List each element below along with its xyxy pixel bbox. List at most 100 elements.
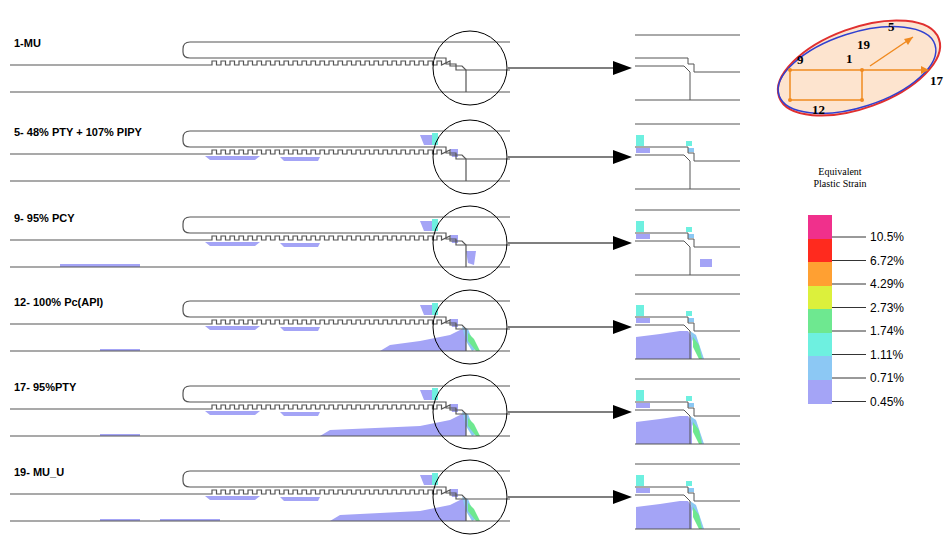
legend-value: 2.73% <box>870 301 904 315</box>
detail-arrow <box>508 326 615 327</box>
strain-patch <box>636 318 650 323</box>
connector-section <box>10 375 740 449</box>
zoom-pin <box>635 325 690 359</box>
strain-patch <box>636 488 650 493</box>
load-point <box>788 98 792 102</box>
arrow-head <box>613 61 632 75</box>
legend-swatch <box>808 286 832 310</box>
strain-patch <box>380 329 466 351</box>
strain-patch <box>690 501 704 529</box>
pin-outline <box>10 61 466 92</box>
zoom-pin <box>635 66 690 100</box>
strain-patch <box>636 135 644 146</box>
envelope-red <box>765 1 948 134</box>
strain-patch <box>432 473 438 485</box>
strain-patch <box>700 259 712 267</box>
legend-title: Equivalent Plastic Strain <box>812 166 868 190</box>
detail-arrow <box>508 67 615 68</box>
strain-patch <box>636 403 650 408</box>
strain-patch <box>420 475 432 485</box>
legend-swatch <box>808 309 832 333</box>
strain-patch <box>280 157 320 161</box>
callout-number: 9 <box>797 53 804 67</box>
strain-patch <box>205 242 260 246</box>
strain-patch <box>280 497 320 501</box>
detail-circle <box>433 375 507 449</box>
strain-patch <box>466 251 476 265</box>
zoom-outline <box>635 294 740 359</box>
strain-patch <box>636 390 644 401</box>
pin-bore <box>10 350 510 351</box>
pin-outline <box>10 236 466 267</box>
legend-swatch <box>808 215 832 239</box>
case-label: 19- MU_U <box>14 466 64 479</box>
pin-outline <box>10 405 466 436</box>
strain-patch <box>686 227 692 232</box>
strain-patch <box>205 496 260 500</box>
strain-patch <box>468 418 480 436</box>
legend-tick <box>832 260 866 261</box>
strain-patch <box>690 416 704 444</box>
strain-patch <box>320 414 466 436</box>
zoom-pin <box>635 410 690 444</box>
pin-outline <box>10 320 466 351</box>
strain-patch <box>432 388 438 400</box>
zoom-outline <box>635 210 740 275</box>
strain-patch <box>420 305 432 315</box>
legend-value: 10.5% <box>870 230 904 244</box>
legend-value: 1.74% <box>870 324 904 338</box>
envelope-arrow <box>904 37 913 45</box>
callout-number: 12 <box>812 103 825 117</box>
callout-number: 19 <box>857 38 870 52</box>
strain-patch <box>432 303 438 315</box>
legend-value: 0.45% <box>870 395 904 409</box>
envelope-arrow <box>921 66 929 74</box>
strain-patch <box>330 499 466 521</box>
detail-arrow <box>508 156 615 157</box>
strain-patch <box>205 156 260 160</box>
detail-arrow <box>508 411 615 412</box>
detail-circle <box>433 290 507 364</box>
callout-number: 1 <box>846 52 853 66</box>
detail-circle <box>433 31 507 105</box>
strain-patch <box>636 475 644 486</box>
envelope-lines <box>790 37 926 100</box>
arrow-head <box>613 490 632 504</box>
callout-number: 17 <box>930 74 943 88</box>
envelope-blue <box>768 9 947 130</box>
strain-patch <box>688 148 694 152</box>
arrow-head <box>613 405 632 419</box>
strain-patch <box>205 411 260 415</box>
legend-value: 6.72% <box>870 254 904 268</box>
zoom-outline <box>635 379 740 444</box>
legend-tick <box>832 307 866 308</box>
strain-patch <box>205 326 260 330</box>
connector-section <box>10 206 740 280</box>
case-label: 1-MU <box>14 37 41 50</box>
arrow-head <box>613 150 632 164</box>
legend-value: 0.71% <box>870 371 904 385</box>
pin-bore <box>10 180 510 181</box>
strain-patch <box>636 305 644 316</box>
legend-tick <box>832 401 866 402</box>
legend-swatch <box>808 333 832 357</box>
strain-patch <box>636 221 644 232</box>
strain-patch <box>420 135 432 145</box>
zoom-outline <box>635 124 740 189</box>
legend-tick <box>832 354 866 355</box>
legend-tick <box>832 331 866 332</box>
detail-arrow <box>508 496 615 497</box>
zoom-outline <box>635 464 740 529</box>
strain-patch <box>686 311 692 316</box>
strain-patch <box>688 234 694 238</box>
zoom-pin <box>635 495 690 529</box>
zoom-pin <box>635 155 690 189</box>
pin-bore <box>10 435 510 436</box>
strain-patch <box>636 416 692 444</box>
strain-patch <box>686 396 692 401</box>
strain-patch <box>432 133 438 145</box>
strain-patch <box>420 221 432 231</box>
legend-tick <box>832 378 866 379</box>
strain-patch <box>280 243 320 247</box>
